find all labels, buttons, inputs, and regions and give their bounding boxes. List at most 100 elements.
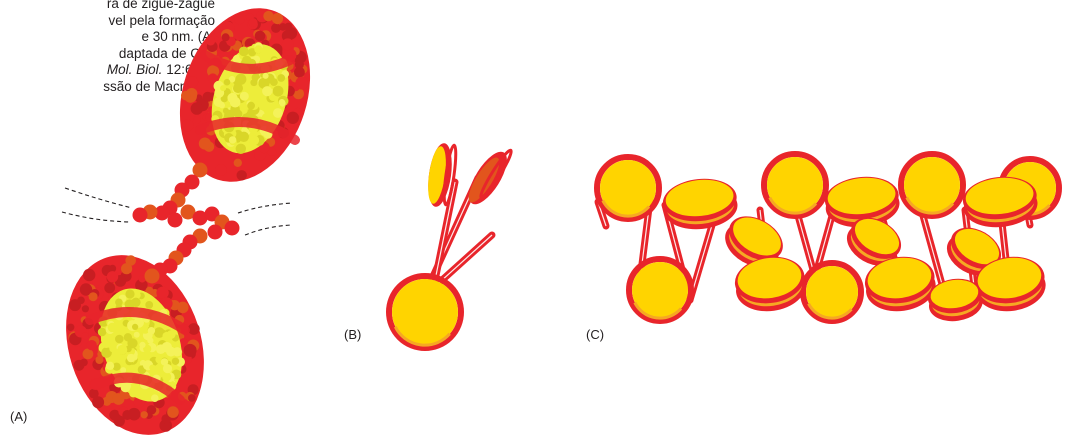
dna-atom bbox=[121, 263, 132, 274]
dna-atom bbox=[199, 138, 211, 150]
dna-atom bbox=[272, 13, 283, 24]
panel-label-c: (C) bbox=[586, 327, 604, 342]
histone-atom bbox=[166, 347, 176, 357]
dna-atom bbox=[237, 170, 247, 180]
linker-dna-atom bbox=[133, 208, 148, 223]
histone-atom bbox=[273, 108, 283, 118]
histone-atom bbox=[249, 135, 259, 145]
dna-atom bbox=[104, 283, 115, 294]
dna-atom bbox=[177, 302, 189, 314]
histone-atom bbox=[132, 324, 138, 330]
dna-atom bbox=[215, 164, 227, 176]
histone-atom bbox=[148, 327, 155, 334]
linker-dna-atom bbox=[208, 225, 223, 240]
histone-atom bbox=[236, 144, 246, 154]
histone-atom bbox=[239, 47, 249, 57]
histone-atom bbox=[229, 136, 236, 143]
dna-atom bbox=[295, 77, 308, 90]
histone-atom bbox=[115, 335, 124, 344]
histone-atom bbox=[125, 289, 134, 298]
histone-atom bbox=[220, 85, 226, 91]
dna-atom bbox=[82, 305, 89, 312]
dna-atom bbox=[191, 102, 203, 114]
histone-atom bbox=[239, 132, 249, 142]
dashed-line bbox=[62, 212, 130, 222]
histone-atom bbox=[163, 364, 172, 373]
dna-atom bbox=[67, 324, 74, 331]
histone-atom bbox=[121, 383, 131, 393]
dna-atom bbox=[295, 60, 304, 69]
dna-atom bbox=[147, 405, 157, 415]
dna-atom bbox=[222, 33, 230, 41]
histone-atom bbox=[106, 362, 114, 370]
dna-atom bbox=[271, 23, 281, 33]
panel-label-a: (A) bbox=[10, 409, 27, 424]
dna-atom bbox=[181, 91, 191, 101]
space-filling-model bbox=[44, 0, 332, 441]
histone-atom bbox=[273, 86, 284, 97]
histone-atom bbox=[235, 74, 246, 85]
dna-atom bbox=[77, 297, 85, 305]
dna-atom bbox=[167, 406, 179, 418]
histone-atom bbox=[261, 50, 268, 57]
histone-atom bbox=[162, 332, 171, 341]
dna-atom bbox=[156, 287, 168, 299]
histone-atom bbox=[219, 102, 225, 108]
dna-atom bbox=[287, 112, 299, 124]
dna-atom bbox=[263, 11, 273, 21]
histone-atom bbox=[224, 79, 231, 86]
histone-atom bbox=[139, 342, 145, 348]
histone-atom bbox=[113, 349, 121, 357]
dna-atom bbox=[282, 38, 294, 50]
histone-atom bbox=[102, 340, 110, 348]
dna-atom bbox=[182, 120, 194, 132]
panel-label-b: (B) bbox=[344, 327, 361, 342]
dna-atom bbox=[194, 116, 201, 123]
histone-atom bbox=[120, 367, 126, 373]
histone-atom bbox=[149, 365, 155, 371]
histone-atom bbox=[277, 74, 285, 82]
histone-atom bbox=[129, 389, 137, 397]
dna-atom bbox=[74, 360, 85, 371]
histone-atom bbox=[145, 301, 153, 309]
histone-atom bbox=[172, 358, 179, 365]
histone-atom bbox=[147, 338, 153, 344]
dna-atom bbox=[234, 159, 242, 167]
dna-atom bbox=[285, 23, 293, 31]
linker-dna-atom bbox=[168, 213, 183, 228]
dna-atom bbox=[107, 271, 118, 282]
histone-atom bbox=[240, 92, 249, 101]
dna-atom bbox=[89, 292, 98, 301]
dna-atom bbox=[89, 389, 99, 399]
dna-atom bbox=[87, 340, 97, 350]
dna-atom bbox=[122, 410, 132, 420]
histone-atom bbox=[270, 78, 278, 86]
histone-atom bbox=[262, 86, 272, 96]
histone-atom bbox=[115, 299, 123, 307]
dna-atom bbox=[87, 273, 94, 280]
histone-atom bbox=[151, 394, 159, 402]
dna-atom bbox=[109, 265, 116, 272]
dna-atom bbox=[235, 14, 245, 24]
histone-atom bbox=[254, 45, 262, 53]
dna-atom bbox=[82, 332, 89, 339]
histone-atom bbox=[223, 108, 229, 114]
dna-atom bbox=[249, 18, 258, 27]
dna-atom bbox=[203, 92, 213, 102]
dna-atom bbox=[141, 411, 148, 418]
histone-atom bbox=[247, 102, 255, 110]
dashed-line bbox=[65, 188, 132, 208]
linker-dna-atom bbox=[225, 221, 240, 236]
dashed-line bbox=[245, 225, 292, 235]
linker-dna-atom bbox=[145, 269, 160, 284]
dna-atom bbox=[187, 76, 198, 87]
zigzag-front-view bbox=[597, 154, 1059, 325]
dashed-line bbox=[238, 203, 292, 213]
histone-atom bbox=[98, 328, 107, 337]
dna-atom bbox=[188, 394, 196, 402]
histone-atom bbox=[279, 99, 286, 106]
histone-atom bbox=[263, 73, 269, 79]
histone-atom bbox=[108, 323, 117, 332]
